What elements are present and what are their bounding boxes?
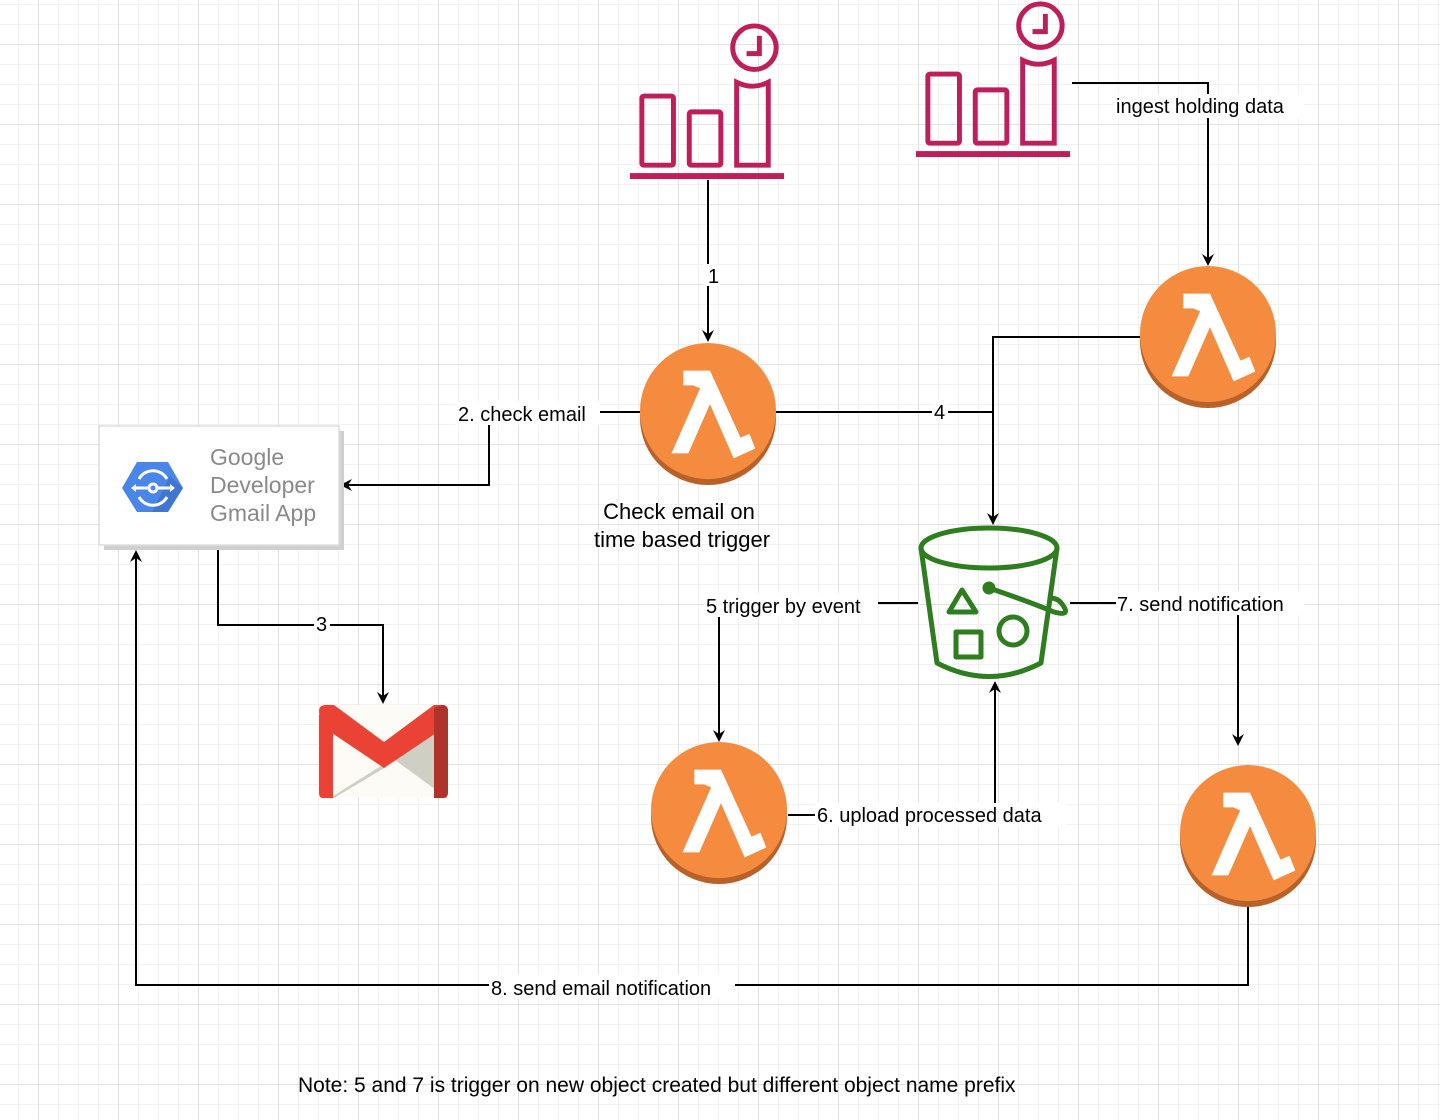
lambda-process[interactable] <box>650 742 788 884</box>
edge-ingest-label: ingest holding data <box>1116 96 1285 118</box>
edge-4[interactable]: 4 <box>776 401 999 525</box>
lambda-icon <box>1139 266 1277 408</box>
gmail-app-label-1: Google <box>210 444 284 470</box>
edge-2-label: 2. check email <box>458 404 586 426</box>
s3-bucket[interactable] <box>918 525 1069 679</box>
gmail-app-label-3: Gmail App <box>210 500 316 526</box>
gmail[interactable] <box>319 705 448 798</box>
lambda-icon <box>650 742 788 884</box>
edge-ingest-to-s3[interactable] <box>992 336 1140 412</box>
edge-1-label: 1 <box>708 266 719 288</box>
eventbridge-scheduler-2[interactable] <box>916 4 1070 157</box>
edge-4-label: 4 <box>934 402 945 424</box>
scheduler-clock-chart-icon <box>630 26 784 179</box>
lambda-icon <box>639 343 777 485</box>
google-developer-gmail-app[interactable]: Google Developer Gmail App <box>98 425 344 550</box>
lambda-ingest[interactable] <box>1139 266 1277 408</box>
edge-5[interactable]: 5 trigger by event <box>704 593 918 742</box>
edge-5-label: 5 trigger by event <box>706 596 861 618</box>
edge-6-label: 6. upload processed data <box>817 805 1042 827</box>
edge-8[interactable]: 8. send email notification <box>130 550 1249 1000</box>
cloud-endpoints-icon <box>122 462 183 512</box>
diagram-note: Note: 5 and 7 is trigger on new object c… <box>298 1074 1016 1097</box>
edge-3-label: 3 <box>316 614 327 636</box>
edge-3[interactable]: 3 <box>217 546 389 704</box>
eventbridge-scheduler-1[interactable] <box>630 26 784 179</box>
lambda-check-email[interactable]: Check email on time based trigger <box>594 343 777 552</box>
s3-bucket-icon <box>918 525 1069 679</box>
lambda-icon <box>1179 765 1317 907</box>
edge-ingest[interactable]: ingest holding data <box>1072 82 1304 266</box>
edge-7-label: 7. send notification <box>1117 594 1284 616</box>
edge-6[interactable]: 6. upload processed data <box>788 681 1067 827</box>
edge-1[interactable]: 1 <box>702 180 719 342</box>
lambda-check-email-caption-2: time based trigger <box>594 527 770 552</box>
lambda-check-email-caption-1: Check email on <box>603 499 755 524</box>
edge-2[interactable]: 2. check email <box>340 401 640 491</box>
edge-8-label: 8. send email notification <box>491 978 711 1000</box>
gmail-app-label-2: Developer <box>210 472 315 498</box>
scheduler-clock-chart-icon <box>916 4 1070 157</box>
lambda-notify[interactable] <box>1179 765 1317 907</box>
gmail-icon <box>319 705 448 798</box>
edge-7[interactable]: 7. send notification <box>1070 591 1304 746</box>
